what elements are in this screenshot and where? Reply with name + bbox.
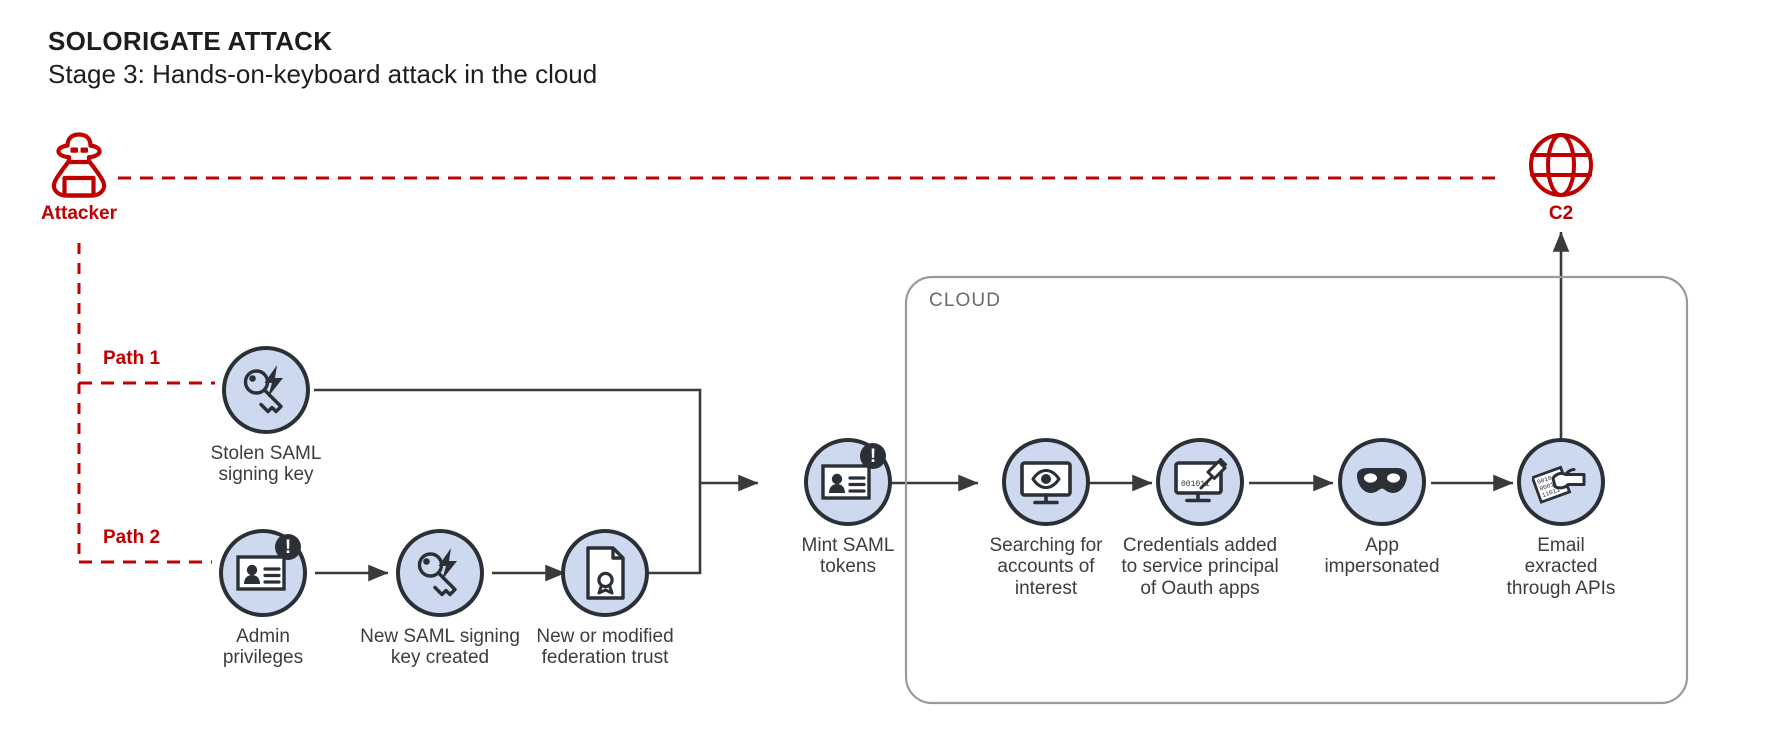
endpoint-label-attacker: Attacker [40, 203, 118, 224]
node-new-or-modified-federation-trust[interactable]: New or modified federation trust [492, 529, 718, 669]
node-app-impersonated[interactable]: App impersonated [1293, 438, 1471, 578]
node-disc: 001011 [1156, 438, 1244, 526]
node-mint-saml-tokens[interactable]: ! Mint SAML tokens [759, 438, 937, 578]
node-caption: Credentials added to service principal o… [1121, 535, 1279, 599]
monitor-syringe-icon: 001011 [1174, 458, 1227, 503]
node-stolen-saml-signing-key[interactable]: Stolen SAML signing key [166, 346, 366, 486]
node-new-saml-signing-key-created[interactable]: New SAML signing key created [322, 529, 558, 669]
title-block: SOLORIGATE ATTACK Stage 3: Hands-on-keyb… [48, 26, 597, 89]
node-caption: Email exracted through APIs [1506, 535, 1616, 599]
node-caption: App impersonated [1324, 535, 1440, 578]
alert-badge: ! [860, 443, 886, 469]
page-subtitle: Stage 3: Hands-on-keyboard attack in the… [48, 58, 598, 89]
node-disc: ! [804, 438, 892, 526]
connector-federation-to-merge [640, 483, 702, 575]
cloud-boundary [904, 275, 1689, 705]
page-title: SOLORIGATE ATTACK [48, 26, 333, 56]
node-caption: Stolen SAML signing key [210, 443, 322, 486]
node-disc [1002, 438, 1090, 526]
node-disc [561, 529, 649, 617]
hand-taking-data-icon: 0010 00010 11011 [1532, 465, 1586, 504]
monitor-screen-text: 001011 [1181, 480, 1210, 489]
node-caption: Mint SAML tokens [801, 535, 895, 578]
node-disc: 0010 00010 11011 [1517, 438, 1605, 526]
id-card-icon [236, 555, 286, 591]
path-label-path1: Path 1 [103, 348, 161, 369]
endpoint-c2[interactable]: C2 [1524, 128, 1598, 225]
endpoint-label-c2: C2 [1548, 203, 1574, 224]
node-caption: New or modified federation trust [536, 626, 674, 669]
endpoint-attacker[interactable]: Attacker [33, 128, 125, 225]
node-caption: Searching for accounts of interest [989, 535, 1103, 599]
connector-stolen-key-to-merge [314, 388, 702, 483]
hooded-attacker-icon [51, 132, 107, 198]
monitor-eye-icon [1020, 461, 1072, 505]
svg-text:0010: 0010 [1536, 474, 1553, 486]
mask-icon [1357, 468, 1407, 493]
id-card-icon [821, 464, 871, 500]
node-searching-for-accounts-of-interest[interactable]: Searching for accounts of interest [953, 438, 1139, 599]
node-caption: New SAML signing key created [360, 626, 520, 669]
path-label-path2: Path 2 [103, 527, 161, 548]
cloud-label: CLOUD [929, 290, 1002, 311]
node-disc [396, 529, 484, 617]
certificate-document-icon [586, 546, 625, 600]
key-lightning-icon [417, 548, 457, 597]
alert-badge: ! [275, 534, 301, 560]
node-disc: ! [219, 529, 307, 617]
globe-icon [1529, 133, 1593, 197]
node-credentials-added-to-service-principal[interactable]: 001011 Credentials added to service prin… [1090, 438, 1310, 599]
key-lightning-icon [243, 365, 283, 414]
node-disc [1338, 438, 1426, 526]
node-email-exracted-through-apis[interactable]: 0010 00010 11011 Email exracted through … [1472, 438, 1650, 599]
node-caption: Admin privileges [222, 626, 304, 669]
node-admin-privileges[interactable]: ! Admin privileges [163, 529, 363, 669]
node-disc [222, 346, 310, 434]
